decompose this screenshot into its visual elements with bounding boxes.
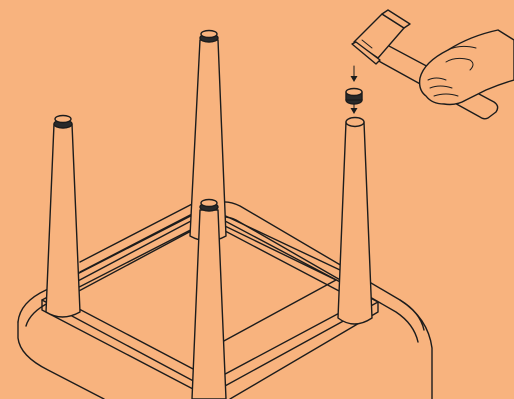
leg-left-top <box>55 116 71 123</box>
foot-cap-top <box>346 89 362 96</box>
leg-back-top <box>201 31 217 38</box>
leg-right-top <box>346 118 364 127</box>
foot-cap-loose <box>346 89 362 105</box>
leg-front-top <box>201 200 217 207</box>
